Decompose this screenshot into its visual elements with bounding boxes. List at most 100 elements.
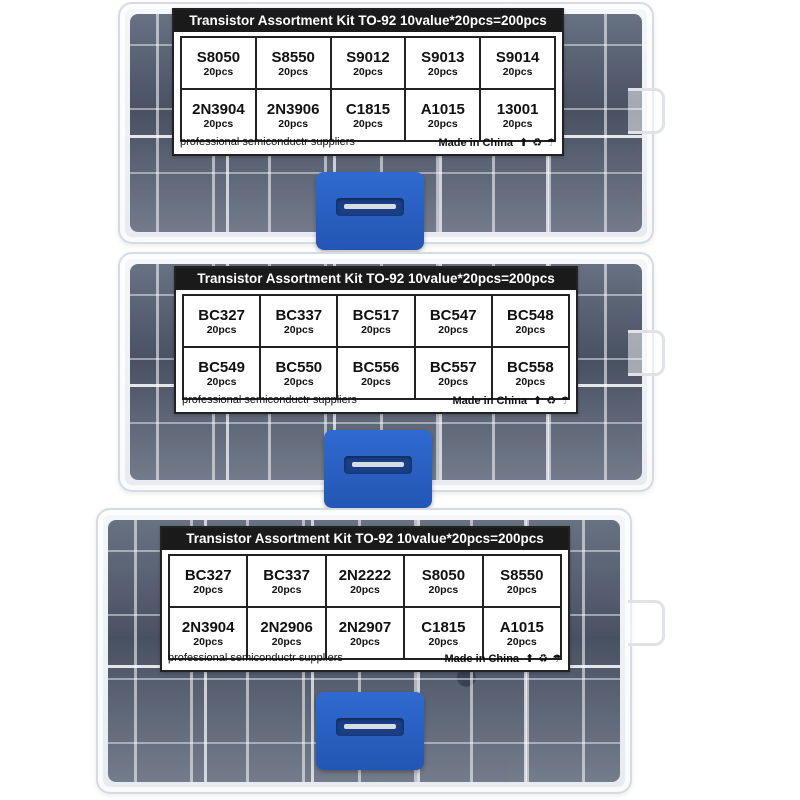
part-number: 2N3904 xyxy=(181,618,235,636)
part-quantity: 20pcs xyxy=(271,635,302,648)
part-quantity: 20pcs xyxy=(438,323,469,336)
up-arrow-icon: ⬆ xyxy=(533,394,543,407)
part-number: BC547 xyxy=(429,306,477,324)
part-quantity: 20pcs xyxy=(502,117,533,130)
product-label: Transistor Assortment Kit TO-92 10value*… xyxy=(172,8,564,156)
part-quantity: 20pcs xyxy=(206,375,237,388)
part-quantity: 20pcs xyxy=(427,65,458,78)
part-quantity: 20pcs xyxy=(427,117,458,130)
package-symbols: ⬆♻☂ xyxy=(519,136,556,149)
part-quantity: 20pcs xyxy=(428,635,459,648)
part-quantity: 20pcs xyxy=(361,323,391,336)
lid-hinge xyxy=(628,88,665,134)
up-arrow-icon: ⬆ xyxy=(525,652,535,665)
part-quantity: 20pcs xyxy=(361,375,391,388)
latch-slot xyxy=(344,456,412,474)
part-number: S9013 xyxy=(421,48,465,66)
part-quantity: 20pcs xyxy=(350,635,380,648)
part-number: C1815 xyxy=(345,100,391,118)
lid-hinge xyxy=(628,330,665,376)
part-quantity: 20pcs xyxy=(353,65,383,78)
part-quantity: 20pcs xyxy=(515,375,546,388)
part-number: A1015 xyxy=(499,618,544,636)
label-footer: professional semiconductr suppliers Made … xyxy=(182,391,570,409)
part-number: BC517 xyxy=(352,306,400,324)
umbrella-icon: ☂ xyxy=(552,652,562,665)
part-number: S8550 xyxy=(271,48,315,66)
product-label: Transistor Assortment Kit TO-92 10value*… xyxy=(174,266,578,414)
part-number: BC550 xyxy=(275,358,323,376)
origin-group: Made in China⬆♻☂ xyxy=(438,136,556,149)
lid-hinge xyxy=(628,600,665,646)
part-number: BC337 xyxy=(263,566,310,584)
part-number: A1015 xyxy=(420,100,465,118)
label-title: Transistor Assortment Kit TO-92 10value*… xyxy=(176,268,576,290)
part-number: BC337 xyxy=(275,306,323,324)
up-arrow-icon: ⬆ xyxy=(519,136,529,149)
part-quantity: 20pcs xyxy=(515,323,546,336)
part-number: 2N2907 xyxy=(338,618,392,636)
part-number: BC327 xyxy=(184,566,232,584)
part-number: S8050 xyxy=(421,566,466,584)
umbrella-icon: ☂ xyxy=(546,136,556,149)
umbrella-icon: ☂ xyxy=(560,394,570,407)
latch-slot xyxy=(336,718,404,736)
part-number: C1815 xyxy=(421,618,466,636)
package-symbols: ⬆♻☂ xyxy=(533,394,570,407)
part-number: 2N3904 xyxy=(192,100,245,118)
recycle-icon: ♻ xyxy=(532,136,543,149)
origin-group: Made in China ⬆♻☂ xyxy=(452,394,570,407)
supplier-text: professional semiconductr suppliers xyxy=(182,394,357,406)
box-latch xyxy=(324,430,432,508)
part-quantity: 20pcs xyxy=(271,583,302,596)
part-quantity: 20pcs xyxy=(506,635,537,648)
part-number: BC557 xyxy=(429,358,477,376)
part-quantity: 20pcs xyxy=(350,583,380,596)
recycle-icon: ♻ xyxy=(546,394,557,407)
origin-text: Made in China xyxy=(452,394,528,407)
product-label: Transistor Assortment Kit TO-92 10value*… xyxy=(160,526,570,672)
part-number: S9012 xyxy=(346,48,390,66)
part-number: 13001 xyxy=(496,100,539,118)
label-title: Transistor Assortment Kit TO-92 10value*… xyxy=(174,10,562,32)
part-number: S9014 xyxy=(495,48,540,66)
part-quantity: 20pcs xyxy=(353,117,383,130)
recycle-icon: ♻ xyxy=(538,652,549,665)
origin-group: Made in China ⬆♻☂ xyxy=(444,652,562,665)
part-number: BC549 xyxy=(198,358,245,376)
part-quantity: 20pcs xyxy=(193,583,224,596)
part-number: 2N2222 xyxy=(338,566,392,584)
part-quantity: 20pcs xyxy=(278,65,309,78)
origin-text: Made in China xyxy=(444,652,520,665)
part-number: 2N3906 xyxy=(266,100,320,118)
part-quantity: 20pcs xyxy=(193,635,224,648)
box-latch xyxy=(316,692,424,770)
